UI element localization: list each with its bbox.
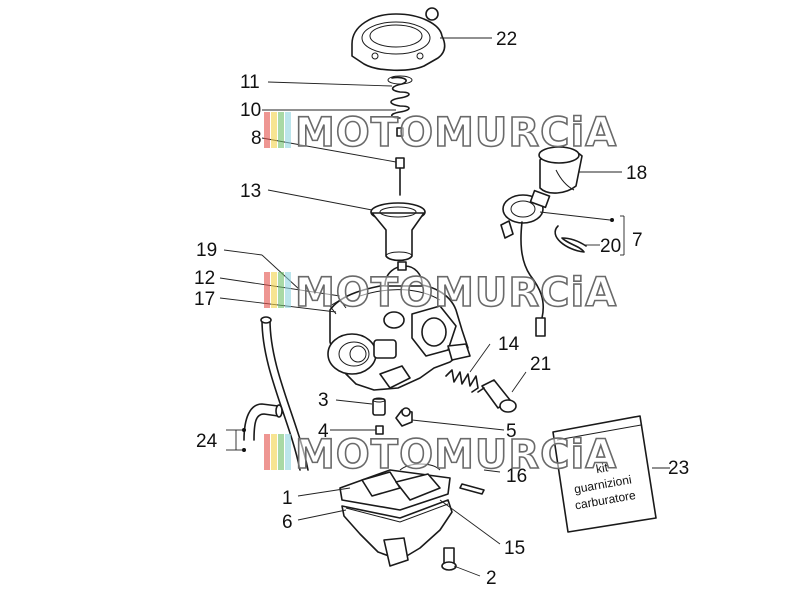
callout-21: 21 — [530, 354, 551, 375]
callout-7: 7 — [632, 230, 643, 251]
part-5-idle-jet — [395, 407, 413, 427]
callout-20: 20 — [600, 236, 621, 257]
part-22-top-cover — [351, 7, 446, 72]
part-11-spring — [387, 75, 413, 119]
callout-10: 10 — [240, 100, 261, 121]
part-18-rubber-cap — [538, 146, 583, 194]
part-2-screw — [441, 547, 457, 571]
callout-15: 15 — [504, 538, 525, 559]
carburetor-body — [327, 261, 471, 391]
callout-24: 24 — [196, 431, 218, 452]
callout-19: 19 — [196, 240, 217, 261]
part-23-gasket-kit-bag: kit guarnizioni carburatore — [552, 415, 657, 533]
part-13-throttle-slide — [370, 202, 426, 262]
callout-4: 4 — [318, 421, 329, 442]
callout-13: 13 — [240, 181, 261, 202]
callout-numbers: 22 11 10 8 13 18 7 20 19 12 17 14 21 3 4… — [194, 29, 689, 589]
watermark-logo-1: MOTOMURCiA — [264, 109, 617, 157]
callout-22: 22 — [496, 29, 517, 50]
part-7-choke-with-wire — [500, 189, 551, 337]
callout-3: 3 — [318, 390, 329, 411]
watermark-logo-3: MOTOMURCiA — [264, 431, 617, 479]
callout-6: 6 — [282, 512, 293, 533]
callout-5: 5 — [506, 421, 517, 442]
watermark-text-1: MOTOMURCiA — [295, 110, 617, 156]
part-19-vent-hose — [260, 316, 309, 471]
callout-1: 1 — [282, 488, 293, 509]
callout-16: 16 — [506, 466, 527, 487]
watermark-text-2: MOTOMURCiA — [295, 270, 617, 316]
watermark-logo-2: MOTOMURCiA — [264, 269, 617, 317]
callout-11: 11 — [240, 72, 260, 93]
part-24-elbow-hose — [243, 403, 283, 441]
part-3-jet — [372, 397, 386, 416]
part-21-idle-screw — [477, 379, 517, 413]
callout-18: 18 — [626, 163, 647, 184]
callout-23: 23 — [668, 458, 689, 479]
part-1-float — [339, 469, 451, 511]
kit-bag-line1: kit — [595, 460, 610, 476]
part-16-float-pin — [459, 483, 485, 495]
callout-12: 12 — [194, 268, 215, 289]
callout-17: 17 — [194, 289, 215, 310]
watermark-text-3: MOTOMURCiA — [295, 432, 617, 478]
part-14-spring — [445, 369, 479, 393]
callout-2: 2 — [486, 568, 497, 589]
part-15-gasket — [399, 463, 441, 471]
part-6-float-bowl — [341, 499, 453, 567]
callout-8: 8 — [251, 128, 262, 149]
part-8-needle — [395, 127, 405, 196]
callout-14: 14 — [498, 334, 520, 355]
leader-lines — [219, 37, 670, 577]
part-20-clip — [554, 225, 587, 253]
